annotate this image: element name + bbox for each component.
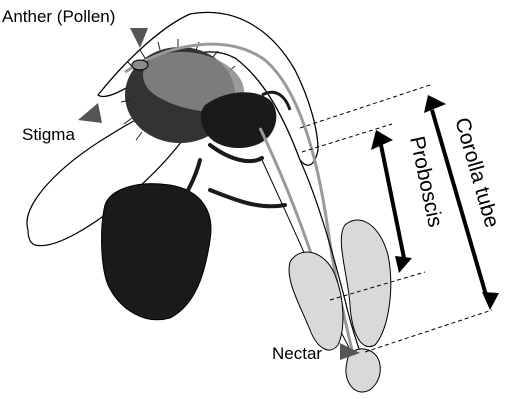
bee-abdomen xyxy=(102,184,211,320)
lower-petal-right xyxy=(341,220,391,347)
stigma-pointer-icon xyxy=(78,103,102,123)
anther-label: Anther (Pollen) xyxy=(2,7,115,26)
nectar-label: Nectar xyxy=(272,344,322,363)
anther-dot xyxy=(132,60,148,70)
proboscis-label: Proboscis xyxy=(405,134,447,229)
corolla-tube-label: Corolla tube xyxy=(450,115,503,230)
stigma-label: Stigma xyxy=(22,125,75,144)
